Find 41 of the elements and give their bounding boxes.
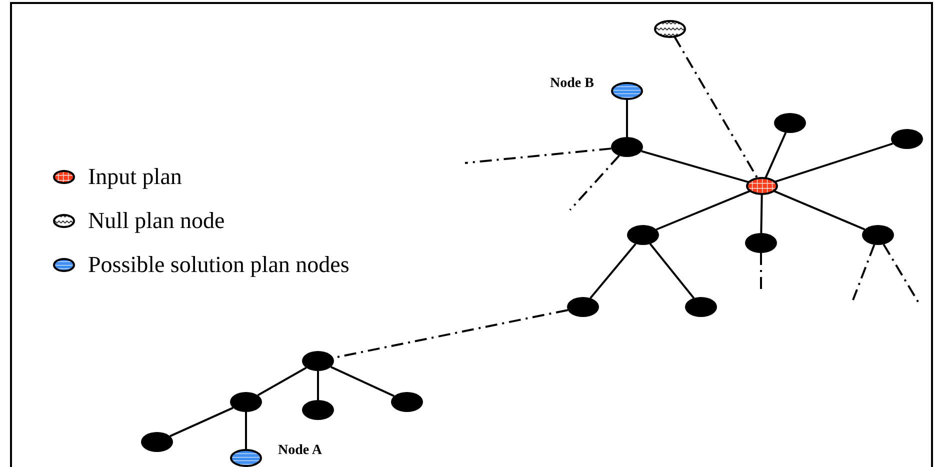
- plan-node: [891, 129, 923, 149]
- plan-node: [230, 392, 262, 412]
- connector-line: [764, 132, 787, 179]
- plan-node: [391, 392, 423, 412]
- plan-node: [302, 400, 334, 420]
- connector-line: [760, 194, 763, 234]
- legend-label: Possible solution plan nodes: [88, 253, 350, 277]
- legend-label: Null plan node: [88, 209, 225, 233]
- connector-line: [317, 371, 319, 400]
- connector-line: [656, 190, 750, 230]
- connector-line: [257, 366, 307, 396]
- dash-dot-line: [569, 155, 620, 211]
- plan-node: [611, 137, 643, 157]
- dash-dot-line: [760, 253, 762, 292]
- dash-dot-line: [464, 148, 612, 164]
- plan-node: [302, 351, 334, 371]
- connector-line: [245, 412, 247, 450]
- connector-line: [641, 150, 750, 184]
- dash-dot-line: [852, 244, 876, 300]
- plan-node: [862, 225, 894, 245]
- connector-line: [774, 142, 894, 183]
- connector-line: [330, 366, 395, 397]
- solution-plan-node: [612, 83, 642, 99]
- null-plan-node: [655, 21, 685, 37]
- connector-line: [170, 406, 234, 438]
- plan-node: [627, 225, 659, 245]
- legend-label: Input plan: [88, 165, 182, 189]
- plan-node: [567, 297, 599, 317]
- input-plan-node: [747, 178, 777, 194]
- connector-line: [626, 99, 628, 137]
- solution-plan-node: [231, 450, 261, 466]
- node-label: Node A: [278, 443, 322, 459]
- plan-node: [745, 233, 777, 253]
- node-label: Node B: [550, 76, 594, 92]
- connector-line: [773, 190, 866, 230]
- plan-node: [141, 432, 173, 452]
- plan-node: [685, 297, 717, 317]
- dash-dot-line: [674, 36, 758, 179]
- plan-node: [774, 113, 806, 133]
- connector-line: [590, 243, 636, 299]
- connector-line: [649, 243, 695, 299]
